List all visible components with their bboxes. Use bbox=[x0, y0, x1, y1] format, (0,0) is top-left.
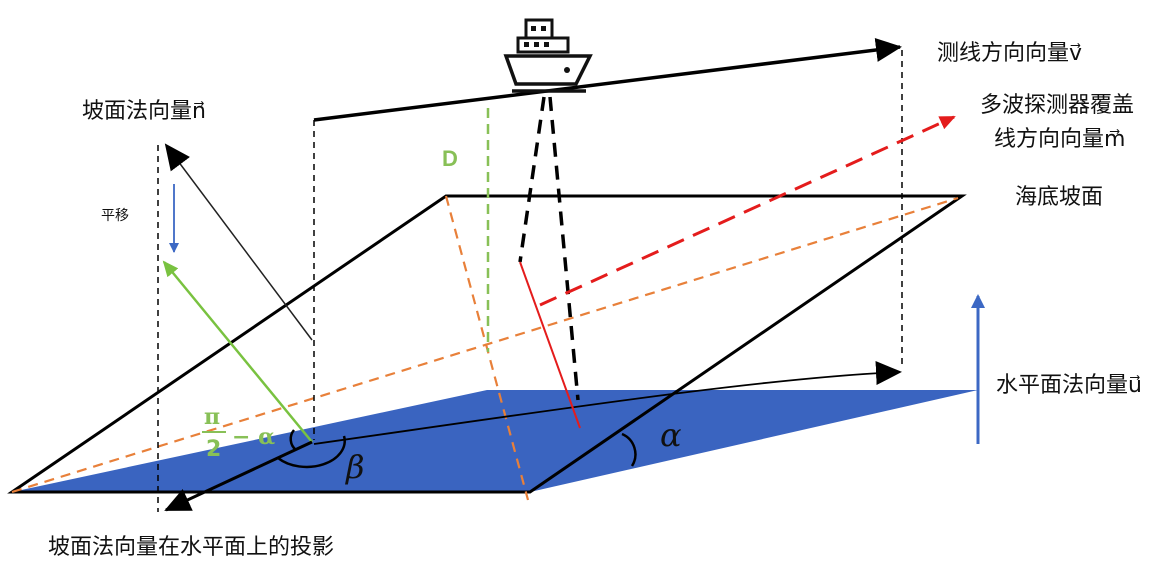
survey-line-projection bbox=[313, 361, 902, 445]
seabed-slope-plane bbox=[7, 194, 967, 494]
horizontal-normal-label: 水平面法向量u⃗ bbox=[996, 373, 1142, 398]
slope-normal-label: 坡面法向量n⃗ bbox=[82, 99, 206, 124]
projection-label: 坡面法向量在水平面上的投影 bbox=[48, 535, 334, 560]
coverage-label-line1: 多波探测器覆盖 bbox=[980, 93, 1134, 118]
beam-left bbox=[518, 96, 546, 263]
translate-label: 平移 bbox=[101, 208, 129, 224]
orange-diagonal-long bbox=[11, 196, 959, 494]
angle-beta-label: β bbox=[345, 448, 365, 486]
two-denominator: 2 bbox=[206, 437, 221, 462]
angle-arc-alpha bbox=[621, 432, 637, 467]
beam-right bbox=[548, 96, 580, 401]
angle-pi-half-minus-alpha-label: π 2 − α bbox=[202, 404, 275, 462]
horizontal-plane bbox=[12, 390, 978, 492]
seabed-slope-label: 海底坡面 bbox=[1015, 185, 1103, 210]
angle-alpha-label: α bbox=[660, 416, 682, 454]
minus-alpha: − α bbox=[232, 424, 275, 450]
normal-projection-vector bbox=[164, 440, 313, 512]
depth-label: D bbox=[442, 146, 458, 171]
angle-arc-pi-half bbox=[289, 429, 297, 451]
coverage-segment bbox=[519, 261, 581, 429]
pi-numerator: π bbox=[204, 404, 220, 430]
survey-line-vector-label: 测线方向向量v⃗ bbox=[937, 41, 1082, 66]
angle-arc-beta bbox=[277, 435, 346, 469]
ship-icon bbox=[503, 18, 593, 93]
slope-normal-vector bbox=[164, 143, 313, 341]
translated-normal-vector bbox=[162, 260, 313, 443]
coverage-direction-vector bbox=[539, 115, 956, 307]
coverage-label-line2: 线方向向量m⃗ bbox=[994, 127, 1125, 152]
survey-line-vector bbox=[313, 38, 902, 122]
